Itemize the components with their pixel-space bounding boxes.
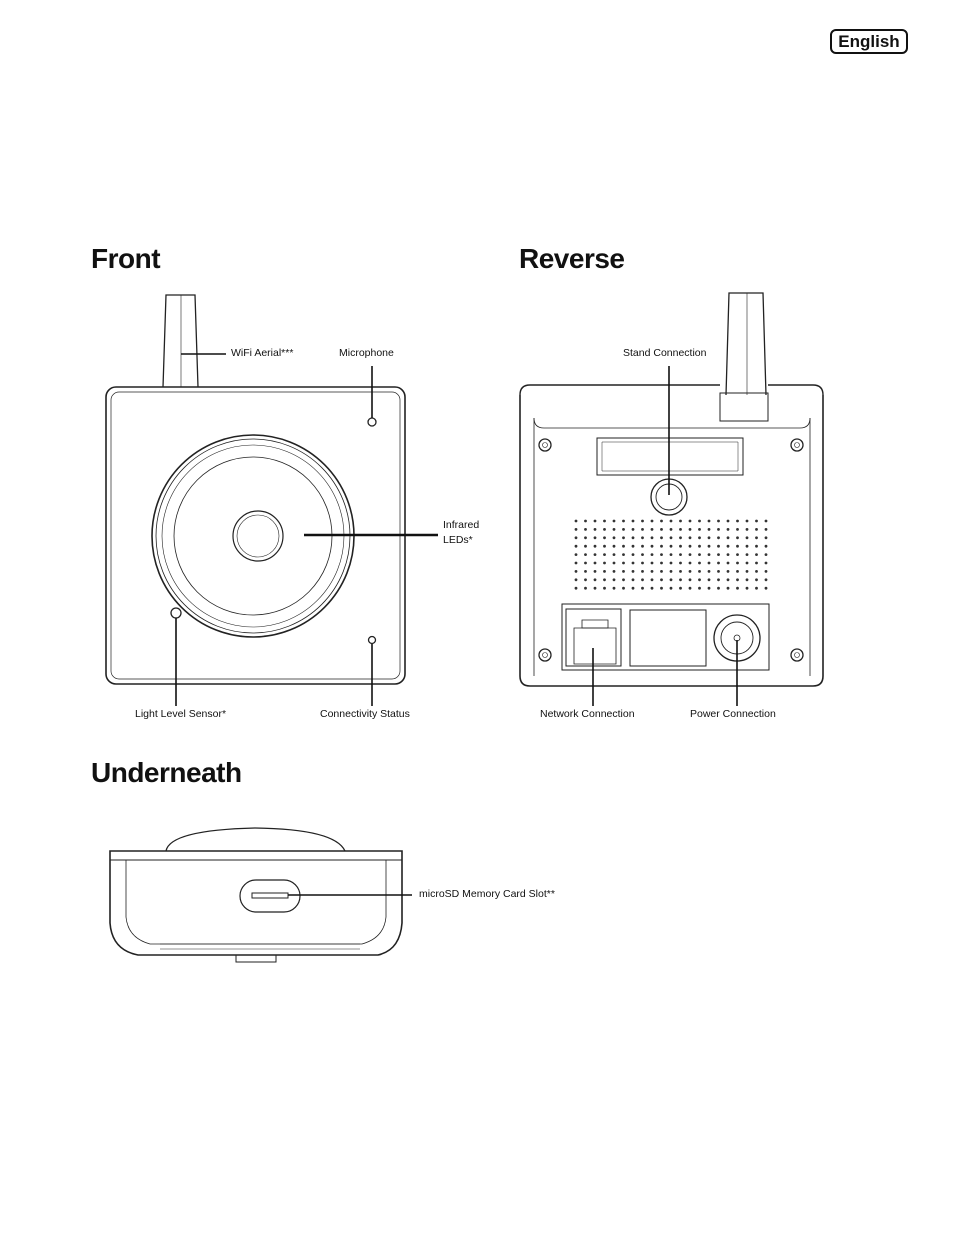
label-network-connection: Network Connection bbox=[540, 708, 635, 720]
label-microphone: Microphone bbox=[339, 347, 394, 359]
label-power-connection: Power Connection bbox=[690, 708, 776, 720]
front-leader-lines bbox=[176, 354, 438, 706]
label-light-level-sensor: Light Level Sensor* bbox=[135, 708, 226, 720]
label-microsd-slot: microSD Memory Card Slot** bbox=[419, 888, 555, 900]
label-connectivity-status: Connectivity Status bbox=[320, 708, 410, 720]
label-infrared-leds-line1: Infrared bbox=[443, 519, 479, 531]
reverse-leader-lines bbox=[593, 366, 737, 706]
label-wifi-aerial: WiFi Aerial*** bbox=[231, 347, 293, 359]
vent-grid bbox=[575, 520, 768, 590]
label-infrared-leds-line2: LEDs* bbox=[443, 534, 473, 546]
label-stand-connection: Stand Connection bbox=[623, 347, 706, 359]
